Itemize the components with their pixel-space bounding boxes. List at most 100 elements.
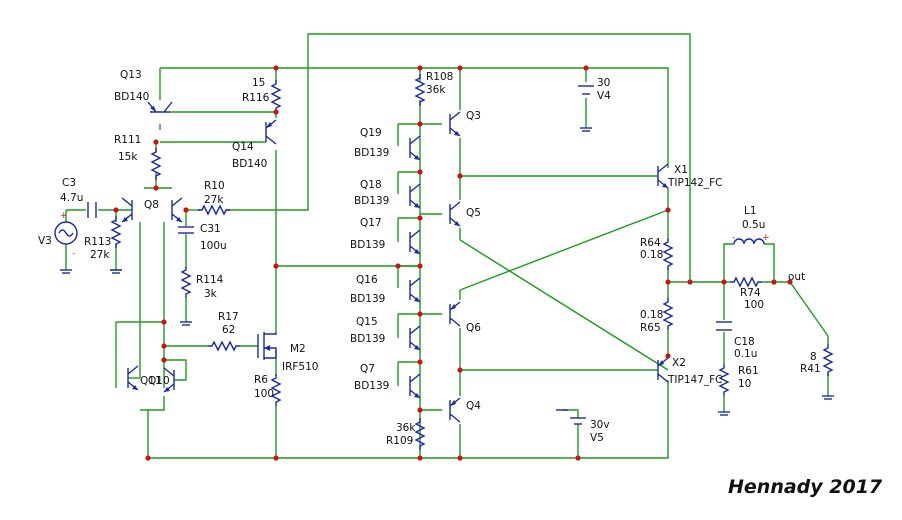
label-r10-value: 27k [204,194,224,206]
author-signature: Hennady 2017 [728,476,883,498]
label-r74-ref: R74 [740,287,761,299]
label-x2-value: TIP147_FC [667,374,723,386]
label-r17-ref: R17 [218,311,239,323]
label-r108-value: 36k [426,84,446,96]
transistor-q18 [409,183,421,209]
transistor-q9 [171,197,183,223]
label-r111-value: 15k [118,151,138,163]
svg-text:-: - [72,249,75,259]
transistor-q4 [449,397,461,423]
resistor-r41 [823,343,833,377]
label-q18-value: BD139 [354,195,389,207]
label-q18-ref: Q18 [360,179,382,191]
junction-dots [113,65,793,461]
label-v3-ref: V3 [38,235,52,247]
label-l1-ref: L1 [744,205,757,217]
label-q19-value: BD139 [354,147,389,159]
label-q14-ref: Q14 [232,141,254,153]
label-q14-value: BD140 [232,158,267,170]
label-q17-ref: Q17 [360,217,382,229]
label-r17-value: 62 [222,324,235,336]
label-r116-ref: R116 [242,92,270,104]
label-c18-value: 0.1u [734,348,757,360]
label-c31-value: 100u [200,240,227,252]
label-r6-ref: R6 [254,374,268,386]
label-c31-ref: C31 [200,223,221,235]
transistor-q17 [409,229,421,255]
label-q5-ref: Q5 [466,207,481,219]
label-r111-ref: R111 [114,134,141,146]
label-out: out [788,271,805,283]
label-r41-ref: R41 [800,363,821,375]
label-q15-ref: Q15 [356,316,378,328]
label-l1-value: 0.5u [742,219,765,231]
label-r61-value: 10 [738,378,751,390]
label-q7-value: BD139 [354,380,389,392]
source-v4 [578,85,594,95]
label-c3-ref: C3 [62,177,76,189]
label-q11-ref: Q11 [140,375,162,387]
resistor-r65 [663,297,673,331]
label-r113-value: 27k [90,249,110,261]
label-r108-ref: R108 [426,71,453,83]
inductor-l1: - + [732,233,770,245]
label-r10-ref: R10 [204,180,225,192]
label-r109-value: 36k [396,422,416,434]
transistor-q16 [409,277,421,303]
label-q13-value: BD140 [114,91,149,103]
transistor-q3 [449,111,461,137]
transistor-q5 [449,201,461,227]
label-x2-ref: X2 [672,357,686,369]
label-r74-value: 100 [744,299,764,311]
label-v4-value: 30 [597,77,610,89]
label-q13-ref: Q13 [120,69,142,81]
capacitor-c31 [178,226,194,234]
transistor-q13 [147,101,173,113]
label-r114-value: 3k [204,288,218,300]
svg-text:+: + [762,233,770,243]
label-q7-ref: Q7 [360,363,375,375]
transistor-x1 [657,163,669,189]
source-v5 [570,417,586,425]
label-q4-ref: Q4 [466,400,481,412]
label-m2-ref: M2 [290,343,306,355]
label-x1-ref: X1 [674,164,688,176]
label-m2-value: IRF510 [282,361,318,373]
component-labels: Q13 BD140 15 R116 R108 36k 30 V4 R111 15… [38,69,821,447]
transistor-q15 [409,325,421,351]
transistor-q19 [409,135,421,161]
resistor-r114 [181,265,191,299]
resistor-r10 [197,205,231,215]
svg-text:+: + [60,211,68,221]
transistor-q14 [265,119,277,145]
label-q17-value: BD139 [350,239,385,251]
capacitor-c3 [87,202,97,218]
label-x1-value: TIP142_FC [667,177,723,189]
label-r65-ref: R65 [640,322,661,334]
svg-text:-: - [732,233,735,243]
label-r65-value: 0.18 [640,309,663,321]
wires [65,33,829,459]
label-r109-ref: R109 [386,435,413,447]
transistor-q7 [409,373,421,399]
resistor-r116 [271,79,281,113]
label-q6-ref: Q6 [466,322,481,334]
label-c3-value: 4.7u [60,192,83,204]
label-q10-ref: Q10 [148,375,170,387]
label-r41-value: 8 [810,351,817,363]
label-q8-ref: Q8 [144,199,159,211]
label-r61-ref: R61 [738,365,759,377]
label-q15-value: BD139 [350,333,385,345]
capacitor-c18 [716,321,732,331]
label-q3-ref: Q3 [466,110,481,122]
transistor-q6 [449,301,461,327]
label-c18-ref: C18 [734,336,755,348]
label-r64-value: 0.18 [640,249,663,261]
label-r6-value: 100 [254,388,274,400]
label-r114-ref: R114 [196,274,224,286]
label-q19-ref: Q19 [360,127,382,139]
label-v5-ref: V5 [590,432,604,444]
resistor-r17 [207,341,241,351]
transistor-x2 [657,357,669,383]
